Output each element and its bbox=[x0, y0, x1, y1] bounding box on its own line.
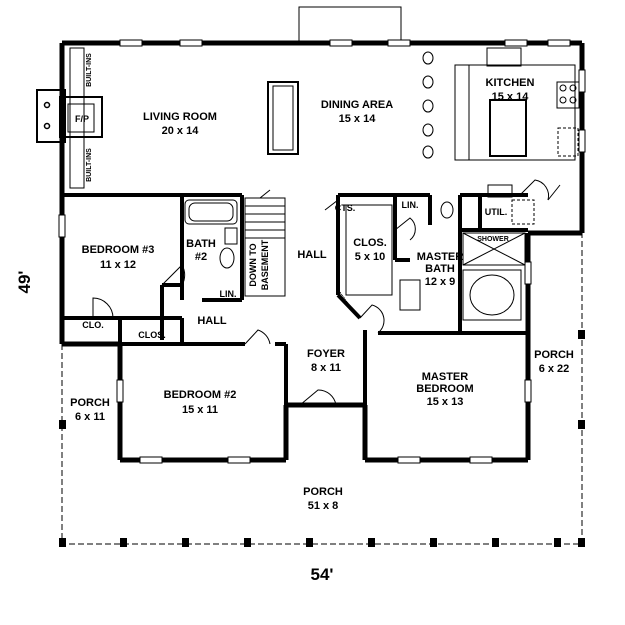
fireplace-label: F/P bbox=[75, 114, 89, 124]
fireplace bbox=[36, 89, 103, 143]
clo-label: CLO. bbox=[82, 320, 104, 330]
basement-label: BASEMENT bbox=[260, 239, 270, 290]
master-bedroom-name: MASTER bbox=[422, 371, 469, 383]
porch-outline bbox=[61, 233, 583, 545]
living-room-size: 20 x 14 bbox=[162, 125, 200, 137]
bedroom2-name: BEDROOM #2 bbox=[164, 389, 237, 401]
living-room-name: LIVING ROOM bbox=[143, 111, 217, 123]
clos-label: CLOS. bbox=[138, 330, 166, 340]
master-bedroom-size: 15 x 13 bbox=[427, 396, 464, 408]
bath2-size: #2 bbox=[195, 251, 207, 263]
bedroom3-size: 11 x 12 bbox=[100, 259, 136, 271]
bedroom2-size: 15 x 11 bbox=[182, 404, 218, 416]
builtins-bottom-label: BUILT-INS bbox=[86, 148, 93, 182]
kitchen-size: 15 x 14 bbox=[492, 91, 530, 103]
foyer-size: 8 x 11 bbox=[311, 362, 341, 374]
foyer-name: FOYER bbox=[307, 348, 345, 360]
shower-label: SHOWER bbox=[477, 236, 509, 243]
master-bedroom-name2: BEDROOM bbox=[416, 383, 473, 395]
closet-name: CLOS. bbox=[353, 237, 387, 249]
depth-dimension: 49' bbox=[15, 271, 34, 294]
interior-walls bbox=[62, 193, 528, 405]
builtins-top-label: BUILT-INS bbox=[86, 53, 93, 87]
hall-lower-label: HALL bbox=[197, 315, 227, 327]
interior-fixtures bbox=[69, 47, 580, 321]
porch-left-size: 6 x 11 bbox=[75, 411, 105, 423]
down-to-label: DOWN TO bbox=[248, 243, 258, 286]
porch-left-name: PORCH bbox=[70, 397, 110, 409]
cts-label: CTS. bbox=[335, 203, 356, 213]
kitchen-name: KITCHEN bbox=[486, 77, 535, 89]
closet-size: 5 x 10 bbox=[355, 251, 386, 263]
bay-window bbox=[298, 6, 402, 44]
lin-master-label: LIN. bbox=[402, 200, 419, 210]
master-bath-name2: BATH bbox=[425, 263, 455, 275]
porch-right-size: 6 x 22 bbox=[539, 363, 570, 375]
bath2-name: BATH bbox=[186, 238, 216, 250]
dining-area-size: 15 x 14 bbox=[339, 113, 377, 125]
bedroom3-name: BEDROOM #3 bbox=[82, 244, 155, 256]
porch-right-name: PORCH bbox=[534, 349, 574, 361]
master-bath-size: 12 x 9 bbox=[425, 276, 456, 288]
util-label: UTIL. bbox=[485, 207, 508, 217]
porch-front-name: PORCH bbox=[303, 486, 343, 498]
dining-area-name: DINING AREA bbox=[321, 99, 393, 111]
lin-bath-label: LIN. bbox=[220, 289, 237, 299]
width-dimension: 54' bbox=[311, 565, 334, 584]
windows bbox=[58, 39, 586, 464]
porch-front-size: 51 x 8 bbox=[308, 500, 339, 512]
master-bath-name: MASTER bbox=[417, 251, 464, 263]
porch-posts bbox=[59, 330, 585, 547]
door-swings bbox=[92, 179, 561, 406]
hall-label: HALL bbox=[297, 249, 327, 261]
